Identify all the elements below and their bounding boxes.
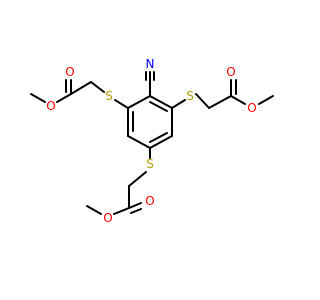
c-c-bond bbox=[70, 81, 92, 95]
ring-bond bbox=[149, 135, 173, 149]
bond-layer bbox=[30, 71, 274, 215]
atom-s-left: S bbox=[105, 89, 113, 103]
ring-double-bond bbox=[149, 101, 168, 112]
atom-label-layer: N S O O S O O S O O bbox=[46, 57, 256, 225]
atom-o-bottom-ester: O bbox=[103, 211, 112, 225]
molecule-diagram: N S O O S O O S O O bbox=[30, 57, 274, 225]
c-s-bond bbox=[171, 99, 186, 109]
c-o-double-bond bbox=[130, 208, 142, 214]
atom-o-left-ester: O bbox=[46, 99, 55, 113]
atom-o-left-carbonyl: O bbox=[65, 65, 74, 79]
s-c-bond bbox=[195, 93, 210, 109]
c-o-bond bbox=[56, 93, 72, 103]
ring-bond bbox=[127, 95, 151, 109]
c-c-bond bbox=[208, 95, 232, 109]
atom-s-right: S bbox=[186, 89, 194, 103]
atom-s-bottom: S bbox=[146, 157, 154, 171]
atom-o-right-ester: O bbox=[247, 101, 256, 115]
atom-o-bottom-carbonyl: O bbox=[145, 194, 154, 208]
ring-bond bbox=[127, 135, 151, 149]
atom-n-nitrile: N bbox=[146, 57, 155, 71]
o-ch3-bond bbox=[86, 205, 102, 215]
c-o-double-bond bbox=[128, 202, 142, 209]
c-s-bond bbox=[114, 99, 129, 109]
ring-double-bond bbox=[149, 132, 168, 143]
c-o-bond bbox=[113, 207, 130, 215]
s-c-bond bbox=[128, 171, 147, 187]
c-o-bond bbox=[230, 95, 246, 105]
o-ch3-bond bbox=[258, 95, 274, 105]
atom-o-right-carbonyl: O bbox=[226, 65, 235, 79]
o-ch3-bond bbox=[30, 93, 46, 103]
s-c-bond bbox=[90, 81, 105, 93]
ring-bond bbox=[149, 95, 173, 109]
